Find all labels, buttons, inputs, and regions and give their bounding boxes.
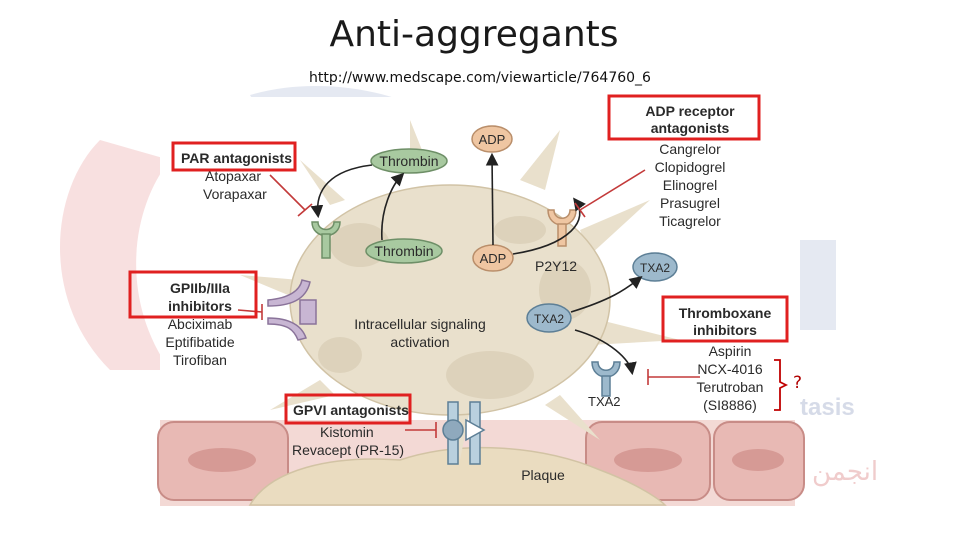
gpvi-receptor <box>442 401 486 465</box>
center-text-line-2: activation <box>390 334 449 350</box>
watermark-arabic: انجمن <box>812 457 878 487</box>
thrombin-bottom: Thrombin <box>365 238 443 264</box>
svg-text:Thromboxane: Thromboxane <box>679 305 772 321</box>
svg-text:TXA2: TXA2 <box>534 312 564 326</box>
question-mark: ? <box>793 373 803 393</box>
txa2-receptor <box>591 361 621 397</box>
svg-text:(SI8886): (SI8886) <box>703 397 757 413</box>
center-text-line-1: Intracellular signaling <box>354 316 486 332</box>
svg-text:Clopidogrel: Clopidogrel <box>655 159 726 175</box>
svg-text:Thrombin: Thrombin <box>379 153 438 169</box>
svg-text:Ticagrelor: Ticagrelor <box>659 213 721 229</box>
svg-text:Revacept (PR-15): Revacept (PR-15) <box>292 442 404 458</box>
watermark-word: tasis <box>800 394 855 421</box>
highlight-box-gp2b3a <box>128 270 258 319</box>
drug-class-adp: ADP receptor antagonists Cangrelor Clopi… <box>607 94 761 229</box>
svg-text:GPIIb/IIIa: GPIIb/IIIa <box>170 280 230 296</box>
svg-text:Aspirin: Aspirin <box>709 343 752 359</box>
svg-text:PAR antagonists: PAR antagonists <box>181 150 292 166</box>
par-receptor <box>311 221 341 259</box>
svg-text:Abciximab: Abciximab <box>168 316 233 332</box>
highlight-box-par <box>171 141 297 172</box>
svg-text:GPVI antagonists: GPVI antagonists <box>293 402 409 418</box>
platelet <box>240 120 680 460</box>
svg-text:Vorapaxar: Vorapaxar <box>203 186 267 202</box>
drug-class-gpvi: GPVI antagonists Kistomin Revacept (PR-1… <box>284 393 412 458</box>
svg-text:ADP: ADP <box>480 251 507 266</box>
txa2-right: TXA2 <box>632 252 678 282</box>
plaque-label: Plaque <box>521 467 565 483</box>
drug-class-thromboxane: Thromboxane inhibitors Aspirin NCX-4016 … <box>661 295 789 413</box>
svg-text:ADP receptor: ADP receptor <box>645 103 735 119</box>
highlight-box-adp <box>607 94 761 141</box>
svg-text:Thrombin: Thrombin <box>374 243 433 259</box>
svg-text:antagonists: antagonists <box>651 120 730 136</box>
adp-top: ADP <box>471 125 513 153</box>
slide-title: Anti-aggregants <box>329 14 619 55</box>
svg-text:Eptifibatide: Eptifibatide <box>165 334 234 350</box>
svg-text:NCX-4016: NCX-4016 <box>697 361 763 377</box>
txa2-receptor-label: TXA2 <box>588 394 621 409</box>
svg-text:Atopaxar: Atopaxar <box>205 168 261 184</box>
thrombin-top: Thrombin <box>370 148 448 174</box>
p2y12-label: P2Y12 <box>535 258 577 274</box>
svg-text:ADP: ADP <box>479 132 506 147</box>
svg-text:TXA2: TXA2 <box>640 261 670 275</box>
red-bracket <box>774 359 789 411</box>
svg-text:inhibitors: inhibitors <box>168 298 232 314</box>
source-url[interactable]: http://www.medscape.com/viewarticle/7647… <box>309 70 651 86</box>
drug-class-par: PAR antagonists Atopaxar Vorapaxar <box>171 141 297 202</box>
adp-bottom: ADP <box>472 244 514 272</box>
svg-text:Prasugrel: Prasugrel <box>660 195 720 211</box>
inhibition-lines <box>237 169 700 438</box>
signal-arrows <box>310 152 643 376</box>
highlight-box-gpvi <box>284 393 412 425</box>
gp2b3a-receptor <box>267 279 317 341</box>
svg-text:Tirofiban: Tirofiban <box>173 352 227 368</box>
drug-class-gp2b3a: GPIIb/IIIa inhibitors Abciximab Eptifiba… <box>128 270 258 368</box>
svg-text:Cangrelor: Cangrelor <box>659 141 721 157</box>
txa2-center: TXA2 <box>526 303 572 333</box>
svg-text:Elinogrel: Elinogrel <box>663 177 717 193</box>
svg-text:inhibitors: inhibitors <box>693 322 757 338</box>
highlight-box-thromboxane <box>661 295 789 343</box>
svg-text:Kistomin: Kistomin <box>320 424 374 440</box>
svg-text:Terutroban: Terutroban <box>697 379 764 395</box>
